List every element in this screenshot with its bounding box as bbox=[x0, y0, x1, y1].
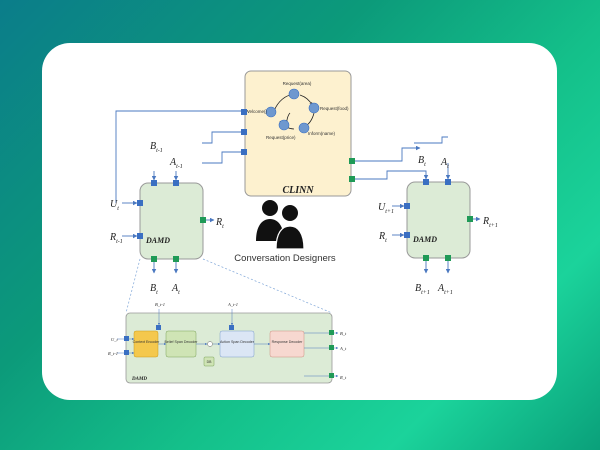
designers-label: Conversation Designers bbox=[234, 253, 336, 264]
state-request-price: Request(price) bbox=[266, 135, 296, 140]
clinn-port-out-2 bbox=[349, 176, 355, 182]
left-out-r: Rt bbox=[215, 217, 224, 230]
detail-title: DAMD bbox=[131, 377, 147, 382]
clinn-box: CLINN Request(area) Welcome() Request(fo… bbox=[241, 70, 355, 197]
left-out-a: At bbox=[171, 283, 180, 296]
right-in-u: Ut+1 bbox=[378, 202, 394, 215]
detail-out-r: R_t bbox=[339, 375, 347, 380]
left-out-b: Bt bbox=[150, 283, 158, 296]
detail-out-b: B_t bbox=[340, 331, 347, 336]
left-in-b: Bt-1 bbox=[150, 141, 163, 154]
right-out-b: Bt+1 bbox=[415, 283, 430, 296]
detail-out-a: A_t bbox=[339, 346, 347, 351]
clinn-title: CLINN bbox=[282, 185, 314, 196]
clinn-state-nodes bbox=[265, 88, 320, 134]
state-welcome: Welcome() bbox=[245, 109, 267, 114]
architecture-diagram: CLINN Request(area) Welcome() Request(fo… bbox=[107, 70, 498, 384]
module-context-encoder: Context Encoder bbox=[133, 340, 161, 344]
damd-detail-panel: DAMD Context Encoder Belief Span Decoder… bbox=[107, 302, 347, 384]
module-belief-span-decoder: Belief Span Decoder bbox=[165, 340, 199, 344]
module-response-decoder: Response Decoder bbox=[272, 340, 304, 344]
left-in-r: Rt-1 bbox=[109, 232, 123, 245]
state-request-area: Request(area) bbox=[283, 81, 312, 86]
module-db: DB bbox=[207, 360, 213, 364]
right-in-b: Bt bbox=[418, 155, 426, 168]
left-damd-block: DAMD bbox=[137, 180, 206, 262]
left-in-a: At-1 bbox=[169, 157, 183, 170]
zoom-guides bbox=[125, 258, 333, 314]
clinn-port-in-3 bbox=[241, 149, 247, 155]
right-in-r: Rt bbox=[378, 231, 387, 244]
clinn-port-out-1 bbox=[349, 158, 355, 164]
right-out-a: At+1 bbox=[437, 283, 453, 296]
detail-in-b: B_t-1 bbox=[155, 302, 165, 307]
left-in-u: Ut bbox=[110, 199, 119, 212]
detail-in-a: A_t-1 bbox=[227, 302, 238, 307]
left-damd-title: DAMD bbox=[145, 236, 170, 245]
diagram-card: CLINN Request(area) Welcome() Request(fo… bbox=[42, 43, 557, 400]
right-out-r: Rt+1 bbox=[482, 216, 498, 229]
clinn-port-in-2 bbox=[241, 129, 247, 135]
detail-in-r: R_t-1 bbox=[107, 351, 118, 356]
right-damd-title: DAMD bbox=[412, 235, 437, 244]
right-in-a: At bbox=[440, 157, 449, 170]
clinn-port-in-1 bbox=[241, 109, 247, 115]
designers-icon bbox=[256, 200, 305, 250]
right-damd-block: DAMD bbox=[404, 179, 473, 261]
module-action-span-decoder: Action Span Decoder bbox=[220, 340, 255, 344]
state-inform-name: Inform(name) bbox=[308, 131, 336, 136]
detail-in-u: U_t bbox=[111, 337, 118, 342]
state-request-food: Request(food) bbox=[320, 106, 349, 111]
